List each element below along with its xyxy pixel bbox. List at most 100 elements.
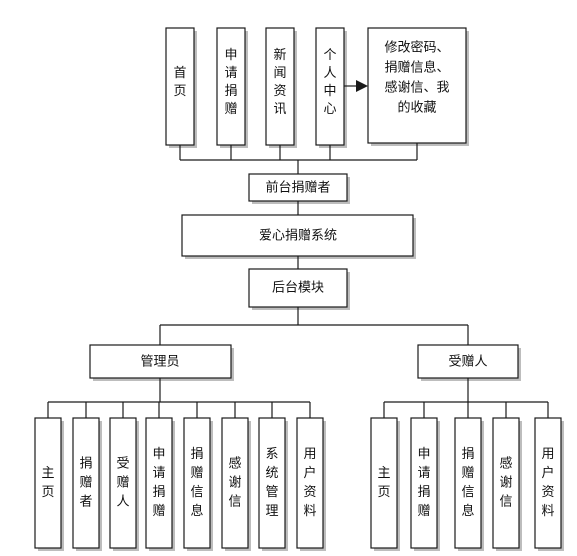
admin-item-label-2: 捐赠者 <box>79 457 92 510</box>
front-item-box-1 <box>165 27 195 146</box>
admin-item-label-3-char: 赠 <box>116 476 129 491</box>
admin-item-label-3: 受赠人 <box>116 457 129 510</box>
personal-center-note-line-3: 感谢信、我 <box>384 80 449 96</box>
admin-item-label-7-char: 管 <box>265 485 278 500</box>
admin-item-label-4-char: 请 <box>152 466 165 481</box>
recipient-item-label-4: 感谢信 <box>499 456 512 510</box>
front-item-label-3-char: 讯 <box>273 102 286 117</box>
recipient-item-label-3-char: 信 <box>461 485 474 500</box>
admin-item-label-4-char: 赠 <box>152 504 165 519</box>
admin-box <box>89 344 232 379</box>
admin-item-label-6-char: 感 <box>228 456 241 472</box>
recipient-item-box-1 <box>370 417 398 549</box>
admin-item-label-4-char: 捐 <box>152 485 165 500</box>
admin-item-box-2 <box>72 417 100 549</box>
admin-item-label-5-char: 赠 <box>190 466 203 481</box>
admin-item-label-8-char: 资 <box>303 485 316 500</box>
arrow-head-icon <box>356 80 368 92</box>
recipient-item-label-4-char: 信 <box>499 495 512 510</box>
front-item-label-4-char: 中 <box>323 84 336 99</box>
recipient-item-label-4-char: 感 <box>499 456 512 472</box>
recipient-item-box-4 <box>492 417 520 549</box>
admin-item-label-8: 用户资料 <box>303 447 316 519</box>
front-donor-box <box>248 173 348 202</box>
admin-item-label-7-char: 系 <box>265 447 278 462</box>
front-item-box-4 <box>315 27 345 146</box>
admin-item-label-4: 申请捐赠 <box>152 447 165 519</box>
admin-item-box-6 <box>221 417 249 549</box>
admin-item-label-6-char: 信 <box>228 495 241 510</box>
admin-item-box-5 <box>183 417 211 549</box>
personal-center-note-box <box>367 27 467 144</box>
recipient-item-label-5-char: 用 <box>541 447 554 462</box>
front-item-label-4-char: 人 <box>323 66 336 81</box>
recipient-item-label-2-char: 赠 <box>417 504 430 519</box>
front-item-label-2-char: 申 <box>224 48 237 63</box>
admin-item-box-7 <box>258 417 286 549</box>
recipient-item-label-1-char: 页 <box>377 485 390 500</box>
front-item-label-3-char: 新 <box>273 47 286 63</box>
admin-item-label-2-char: 捐 <box>79 457 92 472</box>
front-item-label-1-char: 页 <box>173 84 186 99</box>
admin-item-box-4 <box>145 417 173 549</box>
admin-item-label-2-char: 者 <box>79 495 92 510</box>
system-label: 爱心捐赠系统 <box>259 229 337 244</box>
recipient-item-label-2-char: 申 <box>417 447 430 462</box>
recipient-item-label-3-char: 息 <box>461 503 474 519</box>
recipient-item-box-2 <box>410 417 438 549</box>
admin-item-label-5-char: 息 <box>190 503 203 519</box>
admin-item-label-2-char: 赠 <box>79 476 92 491</box>
front-item-label-2-char: 赠 <box>224 102 237 117</box>
front-item-box-3 <box>265 27 295 146</box>
admin-item-box-3 <box>109 417 137 549</box>
recipient-item-label-2-char: 捐 <box>417 485 430 500</box>
recipient-item-label-2-char: 请 <box>417 466 430 481</box>
admin-item-label-7: 系统管理 <box>265 447 278 519</box>
recipient-item-label-1: 主页 <box>377 466 390 500</box>
recipient-item-label-3: 捐赠信息 <box>461 447 474 519</box>
admin-item-label-8-char: 料 <box>303 504 316 519</box>
personal-center-note-line-1: 修改密码、 <box>384 40 449 56</box>
recipient-item-label-5-char: 户 <box>541 465 554 481</box>
admin-item-label-5: 捐赠信息 <box>190 447 203 519</box>
admin-item-label-8-char: 户 <box>303 465 316 481</box>
front-item-label-3-char: 资 <box>273 84 286 99</box>
recipient-item-label-5-char: 料 <box>541 504 554 519</box>
admin-item-label-7-char: 理 <box>265 504 278 519</box>
admin-item-box-1 <box>34 417 62 549</box>
front-item-label-4-char: 个 <box>323 48 336 63</box>
admin-item-label-6: 感谢信 <box>228 456 241 510</box>
admin-item-label-1: 主页 <box>41 466 54 500</box>
front-item-label-3: 新闻资讯 <box>273 47 286 117</box>
front-item-label-4: 个人中心 <box>323 48 336 117</box>
personal-center-note-line-4: 的收藏 <box>397 100 436 116</box>
recipient-item-label-5: 用户资料 <box>541 447 554 519</box>
admin-item-label-5-char: 信 <box>190 485 203 500</box>
personal-center-note-line-2: 捐赠信息、 <box>384 60 449 76</box>
admin-item-label-1-char: 主 <box>41 466 54 481</box>
front-item-label-2-char: 请 <box>224 66 237 81</box>
front-item-box-2 <box>216 27 246 146</box>
front-donor-label: 前台捐赠者 <box>265 180 330 196</box>
recipient-item-label-3-char: 捐 <box>461 447 474 462</box>
backend-box <box>248 268 348 308</box>
front-item-label-1: 首页 <box>173 66 186 99</box>
recipient-item-label-1-char: 主 <box>377 466 390 481</box>
recipient-box <box>417 344 519 379</box>
front-item-label-3-char: 闻 <box>273 66 286 81</box>
admin-item-label-4-char: 申 <box>152 447 165 462</box>
admin-item-box-8 <box>296 417 324 549</box>
admin-item-label-3-char: 受 <box>116 457 129 472</box>
admin-item-label-8-char: 用 <box>303 447 316 462</box>
recipient-item-label-3-char: 赠 <box>461 466 474 481</box>
admin-item-label-3-char: 人 <box>116 495 129 510</box>
system-box <box>181 214 414 257</box>
recipient-item-label-5-char: 资 <box>541 485 554 500</box>
admin-item-label-5-char: 捐 <box>190 447 203 462</box>
recipient-item-box-5 <box>534 417 562 549</box>
admin-item-label-6-char: 谢 <box>228 475 241 491</box>
admin-item-label-7-char: 统 <box>265 466 278 481</box>
recipient-label: 受赠人 <box>448 355 487 370</box>
recipient-item-label-2: 申请捐赠 <box>417 447 430 519</box>
